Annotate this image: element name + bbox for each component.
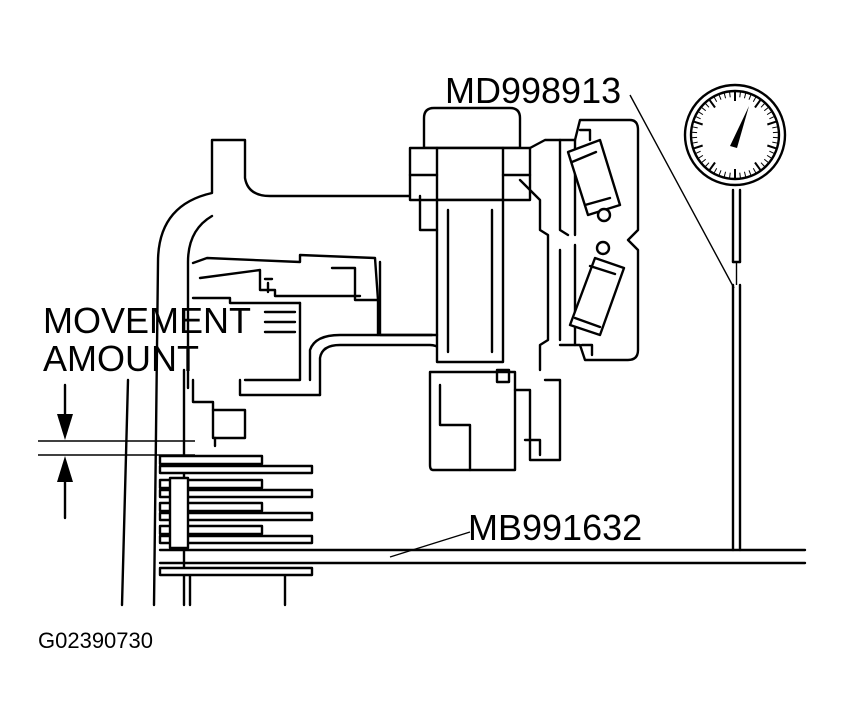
gauge-ticks [692, 92, 778, 178]
leader-lines [389, 94, 735, 558]
gauge-tick [718, 170, 722, 176]
gauge-tick [772, 126, 778, 129]
gauge-tick [718, 94, 722, 100]
gauge-tick [695, 116, 701, 120]
gauge-tick [769, 150, 775, 154]
gauge-tick [723, 171, 727, 177]
gauge-tick [752, 97, 757, 102]
gauge-tick [760, 162, 765, 167]
base-tool-label: MB991632 [468, 507, 642, 548]
gauge-tick [748, 170, 752, 176]
gauge-tick [766, 154, 772, 159]
gauge-tick [729, 172, 731, 178]
figure-code: G02390730 [38, 628, 153, 653]
gauge-tick [708, 99, 716, 109]
gauge-tick [739, 172, 741, 178]
gauge-tick [723, 93, 727, 99]
gauge-tick [748, 94, 752, 100]
gauge-tick [767, 144, 777, 150]
clutch-plates [158, 454, 314, 577]
roller-bearings [566, 128, 626, 357]
gauge-tick [754, 99, 762, 109]
gauge-tick [698, 111, 704, 116]
gauge-tick [692, 141, 698, 144]
gauge-tick [705, 103, 710, 108]
gauge-tick [767, 120, 777, 126]
gauge-tick [698, 154, 704, 159]
gauge-tick [754, 161, 762, 171]
piston [191, 253, 467, 448]
gauge-tick [708, 161, 716, 171]
down-arrow-icon [57, 414, 73, 440]
dial-gauge-icon [683, 83, 787, 552]
bearing-housing [518, 118, 640, 372]
movement-dimension [38, 383, 195, 520]
gauge-tick [766, 111, 772, 116]
gauge-tick [701, 107, 707, 112]
gauge-tick [743, 171, 747, 177]
gauge-tick [760, 103, 765, 108]
gauge-tick [692, 126, 698, 129]
gauge-tick [769, 116, 775, 120]
gauge-tick [701, 158, 707, 163]
bolt [378, 106, 532, 364]
gauge-tick [693, 144, 703, 150]
gauge-tick [713, 168, 718, 173]
gauge-tick [693, 120, 703, 126]
gauge-tick [713, 97, 718, 102]
gauge-tick [705, 162, 710, 167]
gauge-tick [763, 158, 769, 163]
movement-label-line2: AMOUNT [43, 338, 199, 379]
gauge-tick [729, 92, 731, 98]
gauge-tick [763, 107, 769, 112]
collar [428, 368, 562, 472]
movement-label-line1: MOVEMENT [43, 300, 251, 341]
gauge-tick [752, 168, 757, 173]
gauge-tick [743, 93, 747, 99]
gauge-tick [739, 92, 741, 98]
gauge-tick [772, 141, 778, 144]
up-arrow-icon [57, 456, 73, 482]
base-plate [158, 548, 807, 565]
gauge-tick [695, 150, 701, 154]
gauge-tool-label: MD998913 [445, 70, 621, 111]
